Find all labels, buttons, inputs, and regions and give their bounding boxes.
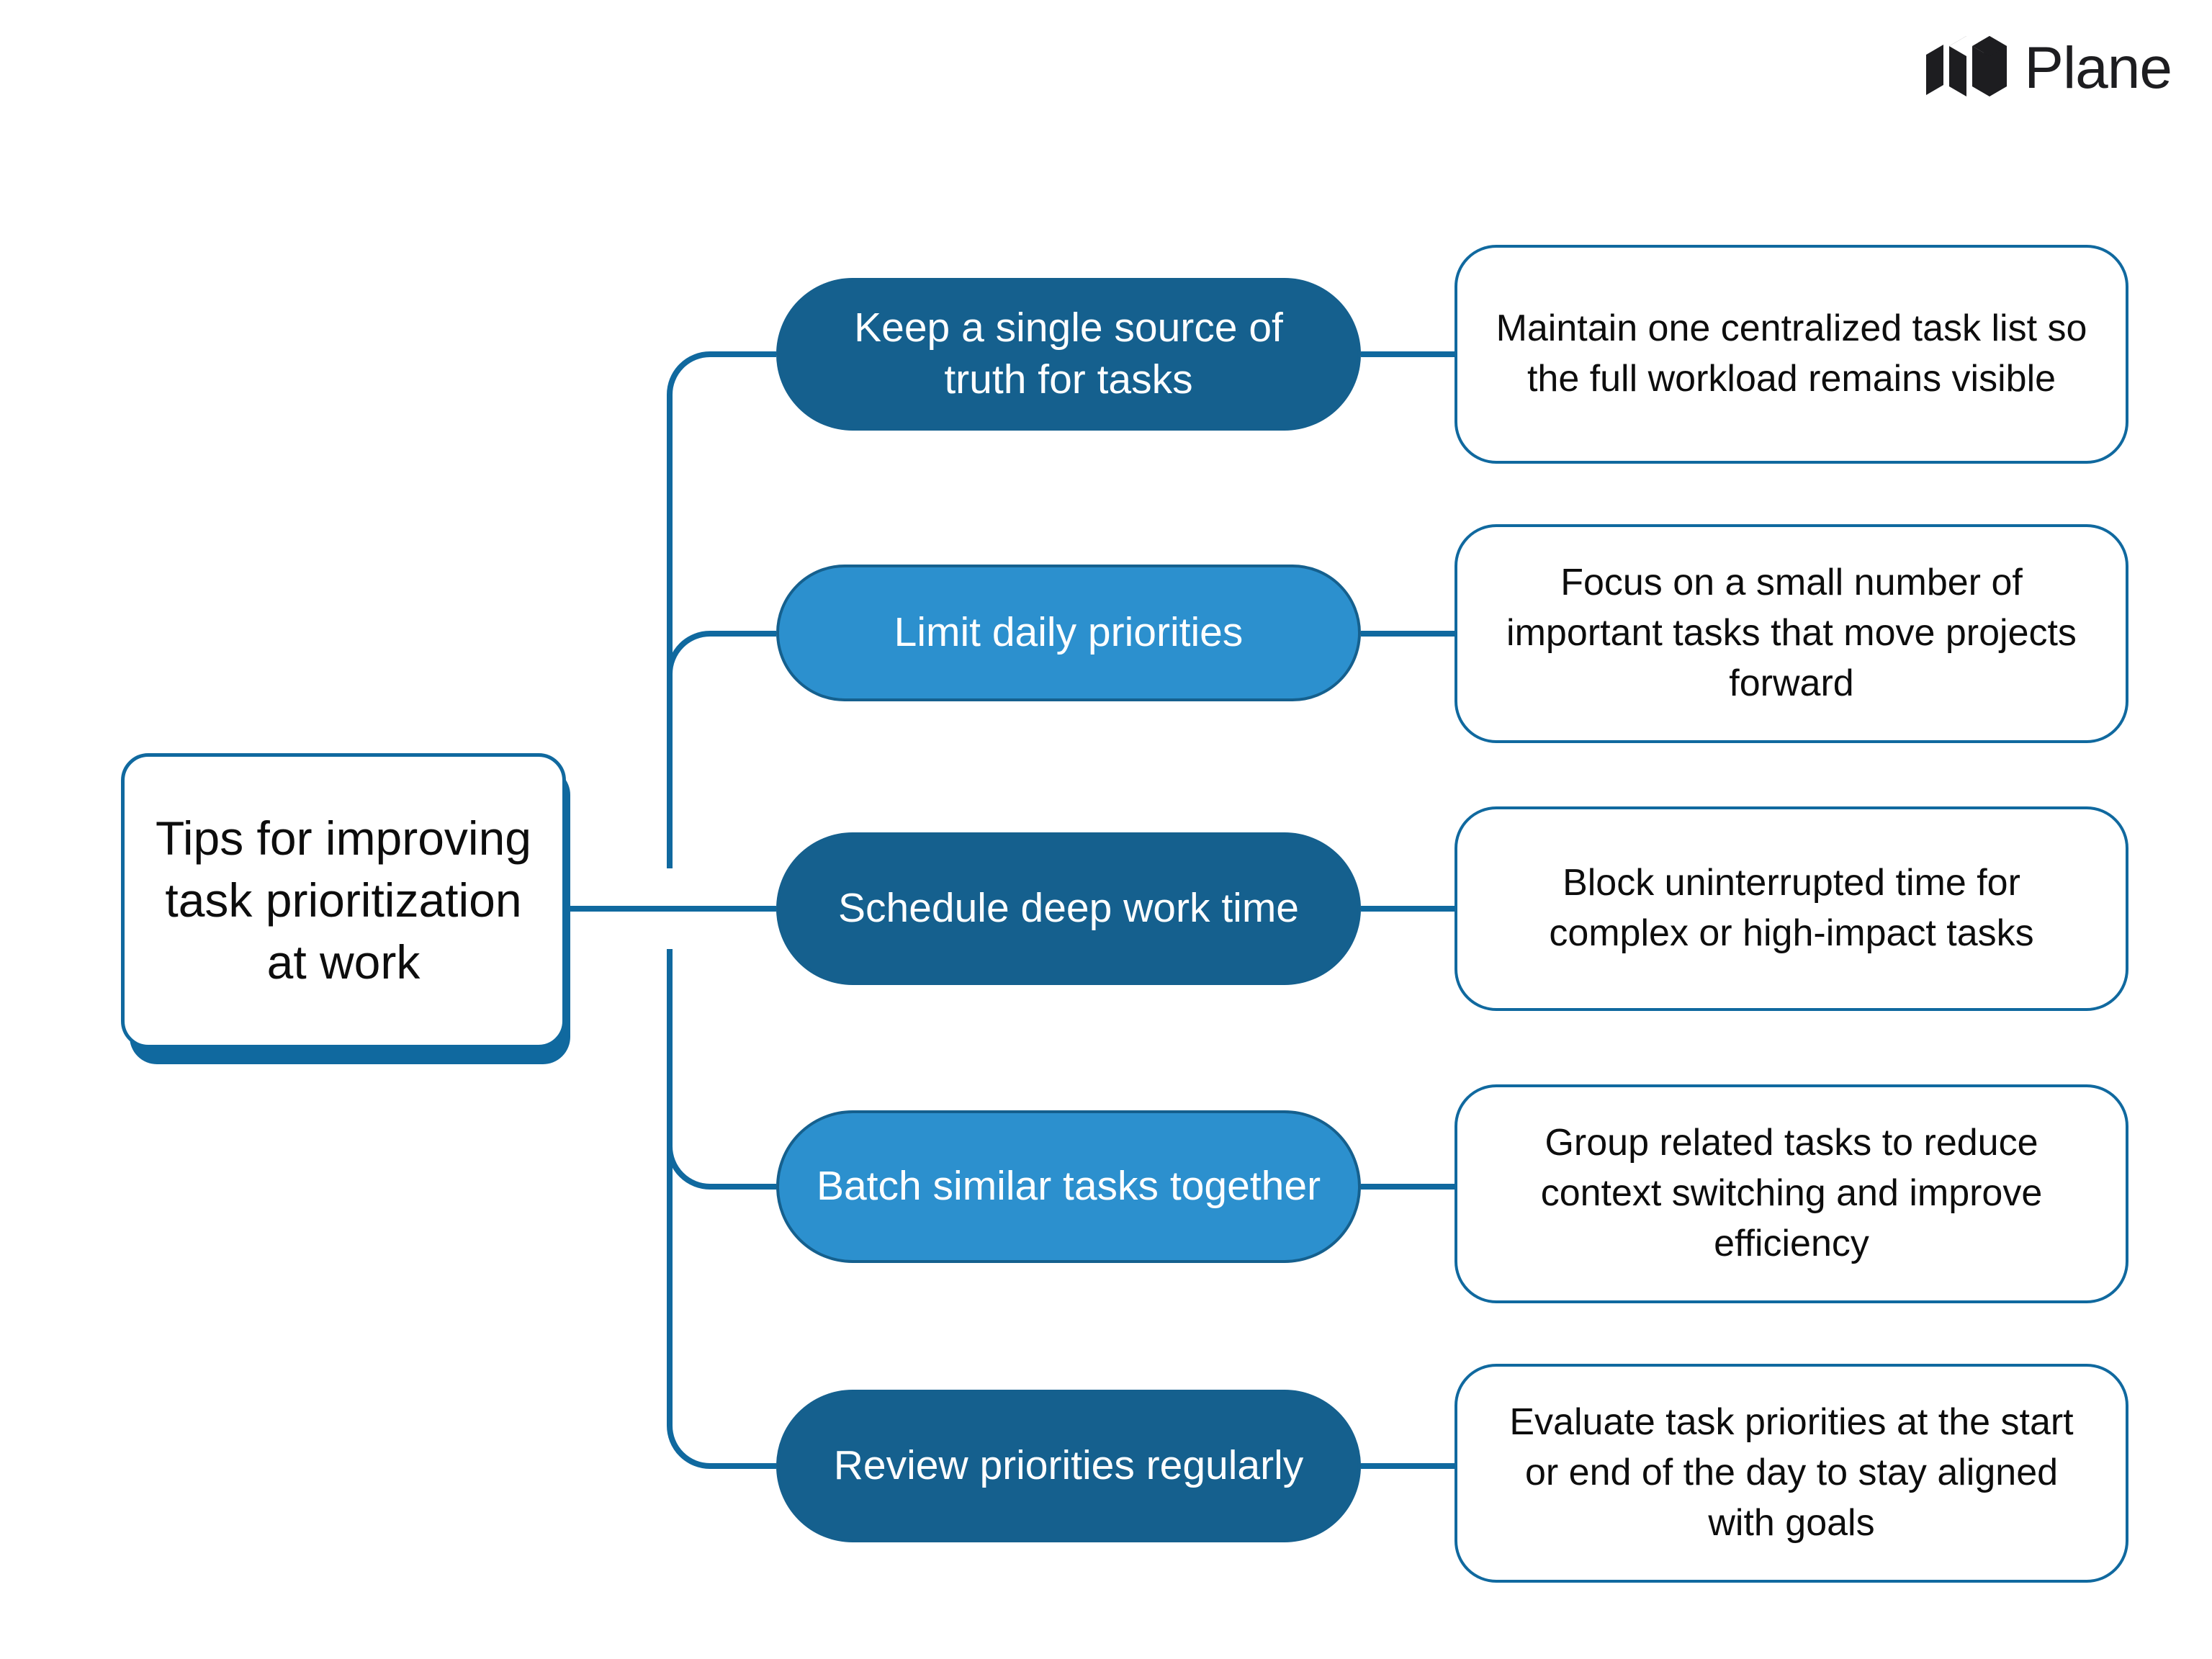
root-node[interactable]: Tips for improving task prioritization a… bbox=[121, 753, 570, 1064]
wire-branch-2 bbox=[667, 631, 776, 868]
branch-card-text: Group related tasks to reduce context sw… bbox=[1540, 1122, 2043, 1264]
root-node-box[interactable]: Tips for improving task prioritization a… bbox=[121, 753, 566, 1048]
branch-card-text: Evaluate task priorities at the start or… bbox=[1509, 1401, 2074, 1544]
branch-pill-schedule-deep-work-time[interactable]: Schedule deep work time bbox=[776, 832, 1361, 985]
branch-pill-label: Schedule deep work time bbox=[837, 885, 1300, 932]
brand-lockup: Plane bbox=[1925, 33, 2172, 104]
branch-card-schedule-deep-work-time[interactable]: Block uninterrupted time for complex or … bbox=[1455, 806, 2128, 1011]
branch-card-text: Block uninterrupted time for complex or … bbox=[1549, 862, 2034, 954]
branch-pill-label: Review priorities regularly bbox=[833, 1442, 1304, 1489]
branch-pill-batch-similar-tasks[interactable]: Batch similar tasks together bbox=[776, 1110, 1361, 1263]
wire-branch-4 bbox=[667, 949, 776, 1190]
branch-card-text: Maintain one centralized task list so th… bbox=[1496, 307, 2087, 400]
plane-logo-icon bbox=[1926, 36, 2008, 96]
branch-card-text: Focus on a small number of important tas… bbox=[1506, 562, 2077, 704]
branch-pill-single-source-of-truth[interactable]: Keep a single source of truth for tasks bbox=[776, 278, 1361, 431]
wire-branch-5 bbox=[667, 949, 776, 1469]
brand-name: Plane bbox=[2024, 35, 2172, 101]
branch-pill-label: Limit daily priorities bbox=[894, 609, 1244, 656]
branch-card-single-source-of-truth[interactable]: Maintain one centralized task list so th… bbox=[1455, 245, 2128, 464]
branch-pill-limit-daily-priorities[interactable]: Limit daily priorities bbox=[776, 565, 1361, 701]
root-node-label: Tips for improving task prioritization a… bbox=[155, 811, 532, 989]
branch-card-batch-similar-tasks[interactable]: Group related tasks to reduce context sw… bbox=[1455, 1084, 2128, 1303]
branch-card-limit-daily-priorities[interactable]: Focus on a small number of important tas… bbox=[1455, 524, 2128, 743]
branch-pill-label: Keep a single source of truth for tasks bbox=[854, 305, 1283, 403]
branch-pill-label: Batch similar tasks together bbox=[816, 1163, 1321, 1210]
branch-pill-review-priorities-regularly[interactable]: Review priorities regularly bbox=[776, 1390, 1361, 1542]
branch-card-review-priorities-regularly[interactable]: Evaluate task priorities at the start or… bbox=[1455, 1364, 2128, 1583]
wire-branch-1 bbox=[667, 351, 776, 868]
